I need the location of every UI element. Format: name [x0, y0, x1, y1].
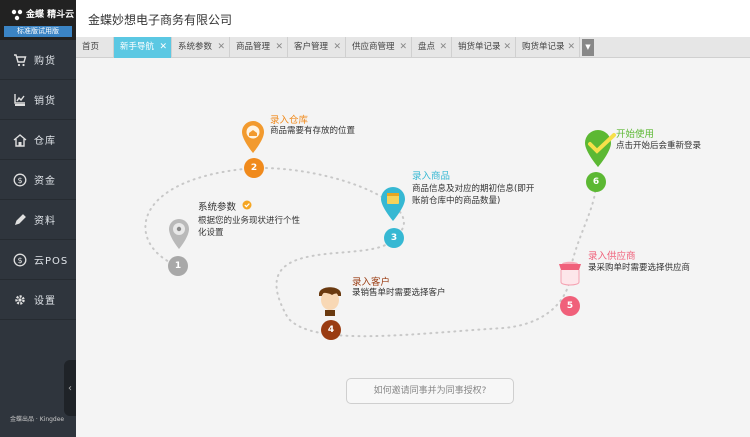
header: 金蝶妙想电子商务有限公司 [76, 0, 750, 37]
step3-marker-icon [381, 187, 405, 221]
tab-label: 客户管理 [294, 42, 329, 52]
company-name: 金蝶妙想电子商务有限公司 [88, 13, 233, 27]
tab-guide[interactable]: 新手导航 ✕ [114, 37, 172, 58]
step3-desc: 商品信息及对应的期初信息(即开账前仓库中的商品数量) [412, 184, 535, 206]
tab-home[interactable]: 首页 [76, 37, 114, 58]
invite-colleague-button[interactable]: 如何邀请同事并为同事授权? [346, 378, 514, 404]
pos-icon: $ [12, 252, 28, 268]
step5-number[interactable]: 5 [560, 296, 580, 316]
step2-title[interactable]: 录入仓库 [270, 115, 309, 126]
warehouse-icon [12, 132, 28, 148]
chevron-left-icon: ‹ [68, 382, 72, 394]
tab-more-button[interactable]: ▼ [582, 39, 594, 56]
sidebar-item-label: 销货 [34, 96, 56, 107]
tab-products[interactable]: 商品管理 ✕ [230, 37, 288, 58]
tab-system-params[interactable]: 系统参数 ✕ [172, 37, 230, 58]
close-icon[interactable]: ✕ [399, 42, 407, 52]
tab-suppliers[interactable]: 供应商管理 ✕ [346, 37, 412, 58]
cart-icon [12, 52, 28, 68]
sidebar: 金蝶 精斗云 标准版试用版 购货 销货 仓库 $ 资金 资料 $ 云POS 设置… [0, 0, 76, 437]
close-icon[interactable]: ✕ [275, 42, 283, 52]
tab-customers[interactable]: 客户管理 ✕ [288, 37, 346, 58]
logo-text: 金蝶 精斗云 [26, 10, 75, 20]
sidebar-item-purchase[interactable]: 购货 [0, 40, 76, 80]
step2-desc: 商品需要有存放的位置 [270, 126, 356, 136]
money-icon: $ [12, 172, 28, 188]
sidebar-collapse-button[interactable]: ‹ [64, 360, 76, 416]
guide-path [144, 166, 597, 338]
step3-number[interactable]: 3 [384, 228, 404, 248]
step5-store-icon [559, 261, 581, 286]
tab-label: 供应商管理 [352, 42, 395, 52]
step1-marker-icon [169, 219, 189, 249]
step4-number[interactable]: 4 [321, 320, 341, 340]
step2-number[interactable]: 2 [244, 158, 264, 178]
step1-number[interactable]: 1 [168, 256, 188, 276]
sidebar-item-label: 云POS [34, 256, 69, 267]
sidebar-item-label: 资金 [34, 176, 56, 187]
step4-title[interactable]: 录入客户 [352, 277, 391, 288]
close-icon[interactable]: ✕ [567, 42, 575, 52]
checked-badge-icon [242, 200, 252, 210]
kingdee-logo-icon [11, 9, 23, 21]
tab-label: 盘点 [418, 42, 436, 52]
tab-sales-records[interactable]: 销货单记录✕ [452, 37, 516, 58]
step2-marker-icon [242, 121, 264, 153]
sidebar-item-label: 资料 [34, 216, 56, 227]
step3-title[interactable]: 录入商品 [412, 171, 451, 182]
footer-brand: 金蝶出品 · Kingdee [10, 416, 65, 423]
sidebar-item-label: 设置 [34, 296, 56, 307]
sales-icon [12, 92, 28, 108]
sidebar-item-settings[interactable]: 设置 [0, 280, 76, 320]
sidebar-item-funds[interactable]: $ 资金 [0, 160, 76, 200]
step4-avatar-icon [319, 287, 341, 316]
sidebar-item-pos[interactable]: $ 云POS [0, 240, 76, 280]
tab-label: 首页 [82, 42, 100, 52]
step5-title[interactable]: 录入供应商 [588, 251, 636, 262]
step6-number[interactable]: 6 [586, 172, 606, 192]
tab-label: 销货单记录 [458, 42, 501, 52]
tab-label: 新手导航 [120, 42, 155, 52]
step4-desc: 录销售单时需要选择客户 [352, 288, 446, 298]
guide-area: 1 系统参数 根据您的业务现状进行个性化设置 2 录入仓库 商品需要有存放的位置… [76, 58, 750, 437]
sidebar-item-label: 仓库 [34, 136, 56, 147]
tab-bar: 首页 新手导航✕ 系统参数✕ 商品管理✕ 客户管理✕ 供应商管理✕ 盘点✕ 销货… [76, 37, 750, 58]
sidebar-item-warehouse[interactable]: 仓库 [0, 120, 76, 160]
sidebar-item-sales[interactable]: 销货 [0, 80, 76, 120]
logo: 金蝶 精斗云 标准版试用版 [0, 0, 76, 40]
chevron-down-icon: ▼ [585, 43, 591, 51]
close-icon[interactable]: ✕ [503, 42, 511, 52]
svg-text:$: $ [17, 176, 22, 185]
close-icon[interactable]: ✕ [333, 42, 341, 52]
edit-icon [12, 212, 28, 228]
step6-desc: 点击开始后会重新登录 [616, 141, 702, 151]
gear-icon [12, 292, 28, 308]
tab-label: 商品管理 [236, 42, 271, 52]
step6-title[interactable]: 开始使用 [616, 129, 655, 140]
tab-purchase-records[interactable]: 购货单记录✕ [516, 37, 580, 58]
step5-desc: 录采购单时需要选择供应商 [588, 263, 691, 273]
close-icon[interactable]: ✕ [217, 42, 225, 52]
edition-badge: 标准版试用版 [4, 26, 72, 37]
tab-label: 购货单记录 [522, 42, 565, 52]
close-icon[interactable]: ✕ [159, 42, 167, 52]
sidebar-item-data[interactable]: 资料 [0, 200, 76, 240]
svg-text:$: $ [17, 256, 22, 265]
tab-label: 系统参数 [178, 42, 213, 52]
step6-check-icon [585, 130, 616, 167]
tab-stocktake[interactable]: 盘点✕ [412, 37, 452, 58]
step1-title[interactable]: 系统参数 [198, 202, 237, 213]
sidebar-item-label: 购货 [34, 56, 56, 67]
step1-desc: 根据您的业务现状进行个性化设置 [198, 216, 301, 238]
close-icon[interactable]: ✕ [439, 42, 447, 52]
